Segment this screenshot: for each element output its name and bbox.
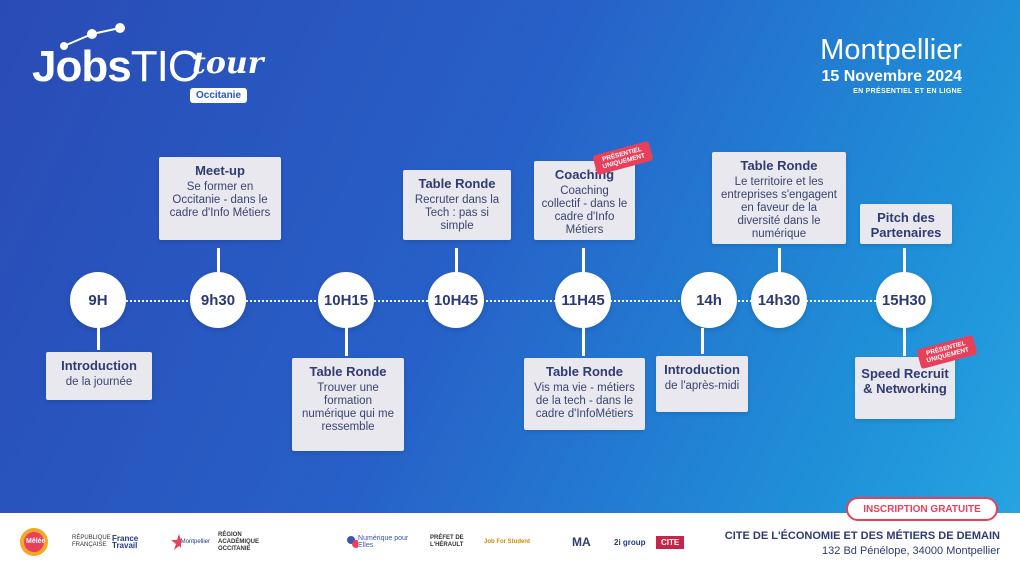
event-city: Montpellier xyxy=(820,34,962,66)
time-node-9h: 9H xyxy=(70,272,126,328)
card-title: Introduction xyxy=(664,362,740,377)
connector xyxy=(345,328,348,356)
card-title: Table Ronde xyxy=(309,364,387,379)
card-desc: Trouver une formation numérique qui me r… xyxy=(301,382,395,433)
venue-address: CITE DE L'ÉCONOMIE ET DES MÉTIERS DE DEM… xyxy=(725,530,1000,557)
card-title: Table Ronde xyxy=(545,364,624,379)
timeline-line xyxy=(95,300,920,302)
logo-tour: tour xyxy=(192,46,264,81)
france-travail-label: France Travail xyxy=(112,534,139,550)
cite-label: CITE xyxy=(656,535,685,549)
card-title: Table Ronde xyxy=(740,158,818,173)
time-node-15h30: 15H30 xyxy=(876,272,932,328)
2i-group-logo: 2i group xyxy=(614,526,646,558)
connector xyxy=(97,328,100,350)
logo-wordmark: JobsTIC xyxy=(32,42,200,92)
inscription-button[interactable]: INSCRIPTION GRATUITE xyxy=(846,497,998,521)
logo-region: Occitanie xyxy=(190,88,248,103)
card-table-ronde-formation: Table Ronde Trouver une formation numéri… xyxy=(292,358,404,451)
logo-jobs: Jobs xyxy=(32,42,132,91)
card-desc: Vis ma vie - métiers de la tech - dans l… xyxy=(534,382,635,420)
connector xyxy=(903,248,906,272)
numerique-pour-elles-label: Numérique pour Elles xyxy=(358,535,409,549)
montpellier-logo: Montpellier xyxy=(170,526,210,558)
network-nodes-icon xyxy=(60,23,125,50)
event-mode: EN PRÉSENTIEL ET EN LIGNE xyxy=(853,88,962,95)
ma-logo: MA xyxy=(572,526,606,558)
card-desc: de la journée xyxy=(65,376,133,388)
card-title: Pitch des Partenaires xyxy=(870,210,942,240)
job-for-student-label: Job For Student xyxy=(484,538,530,545)
card-desc: Se former en Occitanie - dans le cadre d… xyxy=(169,181,271,219)
card-title: Introduction xyxy=(61,358,137,373)
connector xyxy=(582,248,585,272)
event-info: Montpellier 15 Novembre 2024 EN PRÉSENTI… xyxy=(820,34,962,95)
region-academique-label: RÉGION ACADÉMIQUE OCCITANIE xyxy=(218,531,260,552)
connector xyxy=(778,248,781,272)
connector xyxy=(582,328,585,356)
card-desc: de l'après-midi xyxy=(664,380,740,392)
time-node-10h15: 10H15 xyxy=(318,272,374,328)
card-title: Table Ronde xyxy=(418,176,496,191)
republique-label: RÉPUBLIQUE FRANÇAISE xyxy=(72,535,111,548)
connector xyxy=(455,248,458,272)
logo-tic: TIC xyxy=(130,42,200,91)
card-table-ronde-territoire: Table Ronde Le territoire et les entrepr… xyxy=(712,152,846,244)
region-academique-logo: RÉGION ACADÉMIQUE OCCITANIE xyxy=(218,526,280,558)
numerique-pour-elles-logo: Numérique pour Elles xyxy=(346,526,416,558)
2i-group-label: 2i group xyxy=(614,537,646,547)
card-desc: Recruter dans la Tech : pas si simple xyxy=(414,194,500,232)
venue-name: CITE DE L'ÉCONOMIE ET DES MÉTIERS DE DEM… xyxy=(724,530,1000,542)
card-meetup: Meet-up Se former en Occitanie - dans le… xyxy=(159,157,281,240)
time-node-10h45: 10H45 xyxy=(428,272,484,328)
job-for-student-logo: Job For Student xyxy=(484,526,544,558)
connector xyxy=(701,328,704,354)
time-node-11h45: 11H45 xyxy=(555,272,611,328)
france-travail-logo: France Travail xyxy=(112,526,164,558)
republique-logo: RÉPUBLIQUE FRANÇAISE xyxy=(72,526,112,558)
card-title: Meet-up xyxy=(195,163,245,178)
jobstic-logo: JobsTIC tour Occitanie xyxy=(32,22,272,112)
card-table-ronde-recruter: Table Ronde Recruter dans la Tech : pas … xyxy=(403,170,511,240)
connector xyxy=(217,248,220,272)
card-pitch-partenaires: Pitch des Partenaires xyxy=(860,204,952,244)
time-node-14h30: 14h30 xyxy=(751,272,807,328)
card-desc: Coaching collectif - dans le cadre d'Inf… xyxy=(541,185,628,236)
melee-logo: Mêlée xyxy=(14,526,54,558)
cite-logo: CITE xyxy=(656,526,692,558)
card-coaching: Coaching Coaching collectif - dans le ca… xyxy=(534,161,635,240)
ma-label: MA xyxy=(572,534,591,549)
card-title: Speed Recruit & Networking xyxy=(861,366,949,396)
melee-label: Mêlée xyxy=(26,538,46,545)
card-table-ronde-vis-ma-vie: Table Ronde Vis ma vie - métiers de la t… xyxy=(524,358,645,430)
time-node-14h: 14h xyxy=(681,272,737,328)
venue-street: 132 Bd Pénélope, 34000 Montpellier xyxy=(822,545,1000,557)
card-desc: Le territoire et les entreprises s'engag… xyxy=(721,176,837,240)
card-introduction: Introduction de la journée xyxy=(46,352,152,400)
prefet-herault-label: PRÉFET DE L'HÉRAULT xyxy=(430,535,464,548)
card-speed-recruit: Speed Recruit & Networking xyxy=(855,357,955,419)
montpellier-label: Montpellier xyxy=(180,538,210,545)
prefet-herault-logo: PRÉFET DE L'HÉRAULT xyxy=(430,526,476,558)
event-date: 15 Novembre 2024 xyxy=(821,68,962,85)
partners-footer xyxy=(0,513,1020,574)
time-node-9h30: 9h30 xyxy=(190,272,246,328)
connector xyxy=(903,328,906,356)
card-introduction-apres-midi: Introduction de l'après-midi xyxy=(656,356,748,412)
